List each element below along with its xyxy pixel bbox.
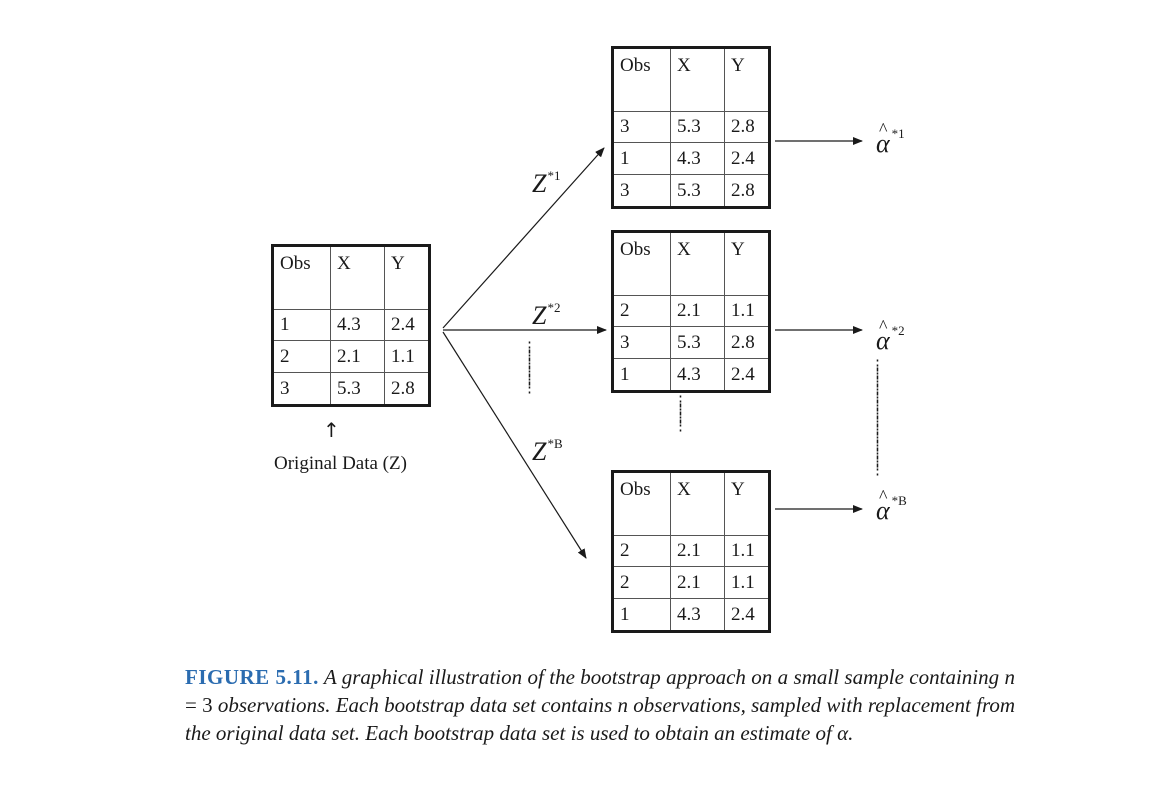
table-header-cell: Y: [724, 233, 768, 296]
table-cell: 3: [614, 326, 671, 359]
caption-text: observations. Each bootstrap data set co…: [217, 693, 618, 717]
estimate-symbol: α: [876, 129, 890, 158]
hat-accent: ^: [879, 316, 888, 336]
table-cell: 2.4: [384, 309, 428, 341]
estimate-symbol: α: [876, 326, 890, 355]
table-cell: 1.1: [384, 340, 428, 373]
table-header-cell: Y: [724, 473, 768, 536]
table-cell: 2: [274, 340, 331, 373]
table-header-cell: Obs: [614, 473, 671, 536]
table-cell: 2.8: [384, 372, 428, 404]
table-cell: 2.4: [724, 358, 768, 390]
dot-glyph: ⋮: [673, 418, 688, 434]
table-header-cell: Y: [724, 49, 768, 112]
table-header-cell: Obs: [274, 247, 331, 310]
caption-text: .: [848, 721, 854, 745]
table-cell: 4.3: [670, 142, 725, 175]
table-cell: 1.1: [724, 566, 768, 599]
estimate-alpha-hat-2: ^α*2: [876, 316, 905, 356]
label-superscript: *1: [547, 168, 561, 183]
table-cell: 4.3: [670, 598, 725, 630]
estimate-alpha-hat-1: ^α*1: [876, 119, 905, 159]
table-cell: 1: [274, 309, 331, 341]
dot-glyph: ⋮: [522, 380, 537, 396]
table-cell: 2.1: [670, 566, 725, 599]
table-cell: 2.1: [330, 340, 385, 373]
caption-text: observations, sampled with replacement f…: [185, 693, 1015, 745]
estimate-superscript: *1: [891, 126, 905, 141]
table-cell: 2.8: [724, 174, 768, 206]
arrow-to-boot1: [442, 147, 605, 329]
estimate-base: ^α: [876, 119, 890, 158]
estimate-superscript: *B: [891, 493, 907, 508]
table-cell: 3: [614, 111, 671, 143]
table-cell: 1: [614, 142, 671, 175]
table-header-cell: X: [330, 247, 385, 310]
vertical-dots-right: ⋮ ⋮ ⋮ ⋮ ⋮ ⋮ ⋮ ⋮ ⋮ ⋮ ⋮ ⋮ ⋮ ⋮: [870, 359, 885, 478]
up-arrow-icon: ↑: [323, 418, 340, 442]
table-cell: 5.3: [670, 326, 725, 359]
table-cell: 1.1: [724, 295, 768, 327]
table-header-cell: Obs: [614, 233, 671, 296]
hat-accent: ^: [879, 486, 888, 506]
table-cell: 4.3: [670, 358, 725, 390]
table-cell: 5.3: [670, 174, 725, 206]
caption-math-alpha: α: [837, 721, 849, 745]
caption-math-n: n: [617, 693, 629, 717]
table-cell: 2: [614, 535, 671, 567]
label-z-star-2: Z*2: [532, 300, 560, 331]
table-cell: 2.1: [670, 535, 725, 567]
caption-math-n: n: [1004, 665, 1016, 689]
table-cell: 2.4: [724, 142, 768, 175]
table-cell: 2.8: [724, 111, 768, 143]
arrow-to-bootB: [442, 331, 587, 559]
label-superscript: *B: [547, 436, 563, 451]
table-cell: 3: [614, 174, 671, 206]
table-cell: 1.1: [724, 535, 768, 567]
vertical-dots-middle: ⋮ ⋮ ⋮ ⋮: [673, 395, 688, 434]
label-base: Z: [532, 437, 547, 466]
table-header-cell: X: [670, 473, 725, 536]
original-data-caption: Original Data (Z): [274, 453, 407, 474]
table-cell: 3: [274, 372, 331, 404]
estimate-symbol: α: [876, 496, 890, 525]
estimate-base: ^α: [876, 486, 890, 525]
table-cell: 1: [614, 358, 671, 390]
table-cell: 2: [614, 566, 671, 599]
table-cell: 2.4: [724, 598, 768, 630]
label-z-star-1: Z*1: [532, 168, 560, 199]
figure-label: FIGURE 5.11.: [185, 665, 319, 689]
table-cell: 5.3: [670, 111, 725, 143]
table-cell: 2.1: [670, 295, 725, 327]
estimate-superscript: *2: [891, 323, 905, 338]
figure-caption: FIGURE 5.11. A graphical illustration of…: [185, 663, 1015, 747]
table-header-cell: X: [670, 233, 725, 296]
label-base: Z: [532, 301, 547, 330]
table-header-cell: Y: [384, 247, 428, 310]
table-header-cell: Obs: [614, 49, 671, 112]
table-header-cell: X: [670, 49, 725, 112]
caption-math-eq: = 3: [185, 693, 218, 717]
table-cell: 4.3: [330, 309, 385, 341]
hat-accent: ^: [879, 119, 888, 139]
estimate-alpha-hat-b: ^α*B: [876, 486, 907, 526]
table-cell: 2.8: [724, 326, 768, 359]
estimate-base: ^α: [876, 316, 890, 355]
label-z-star-b: Z*B: [532, 436, 563, 467]
dot-glyph: ⋮: [870, 462, 885, 478]
caption-text: A graphical illustration of the bootstra…: [318, 665, 1005, 689]
table-cell: 2: [614, 295, 671, 327]
vertical-dots-left: ⋮ ⋮ ⋮ ⋮ ⋮ ⋮: [522, 341, 537, 396]
table-cell: 5.3: [330, 372, 385, 404]
label-base: Z: [532, 169, 547, 198]
label-superscript: *2: [547, 300, 561, 315]
table-cell: 1: [614, 598, 671, 630]
